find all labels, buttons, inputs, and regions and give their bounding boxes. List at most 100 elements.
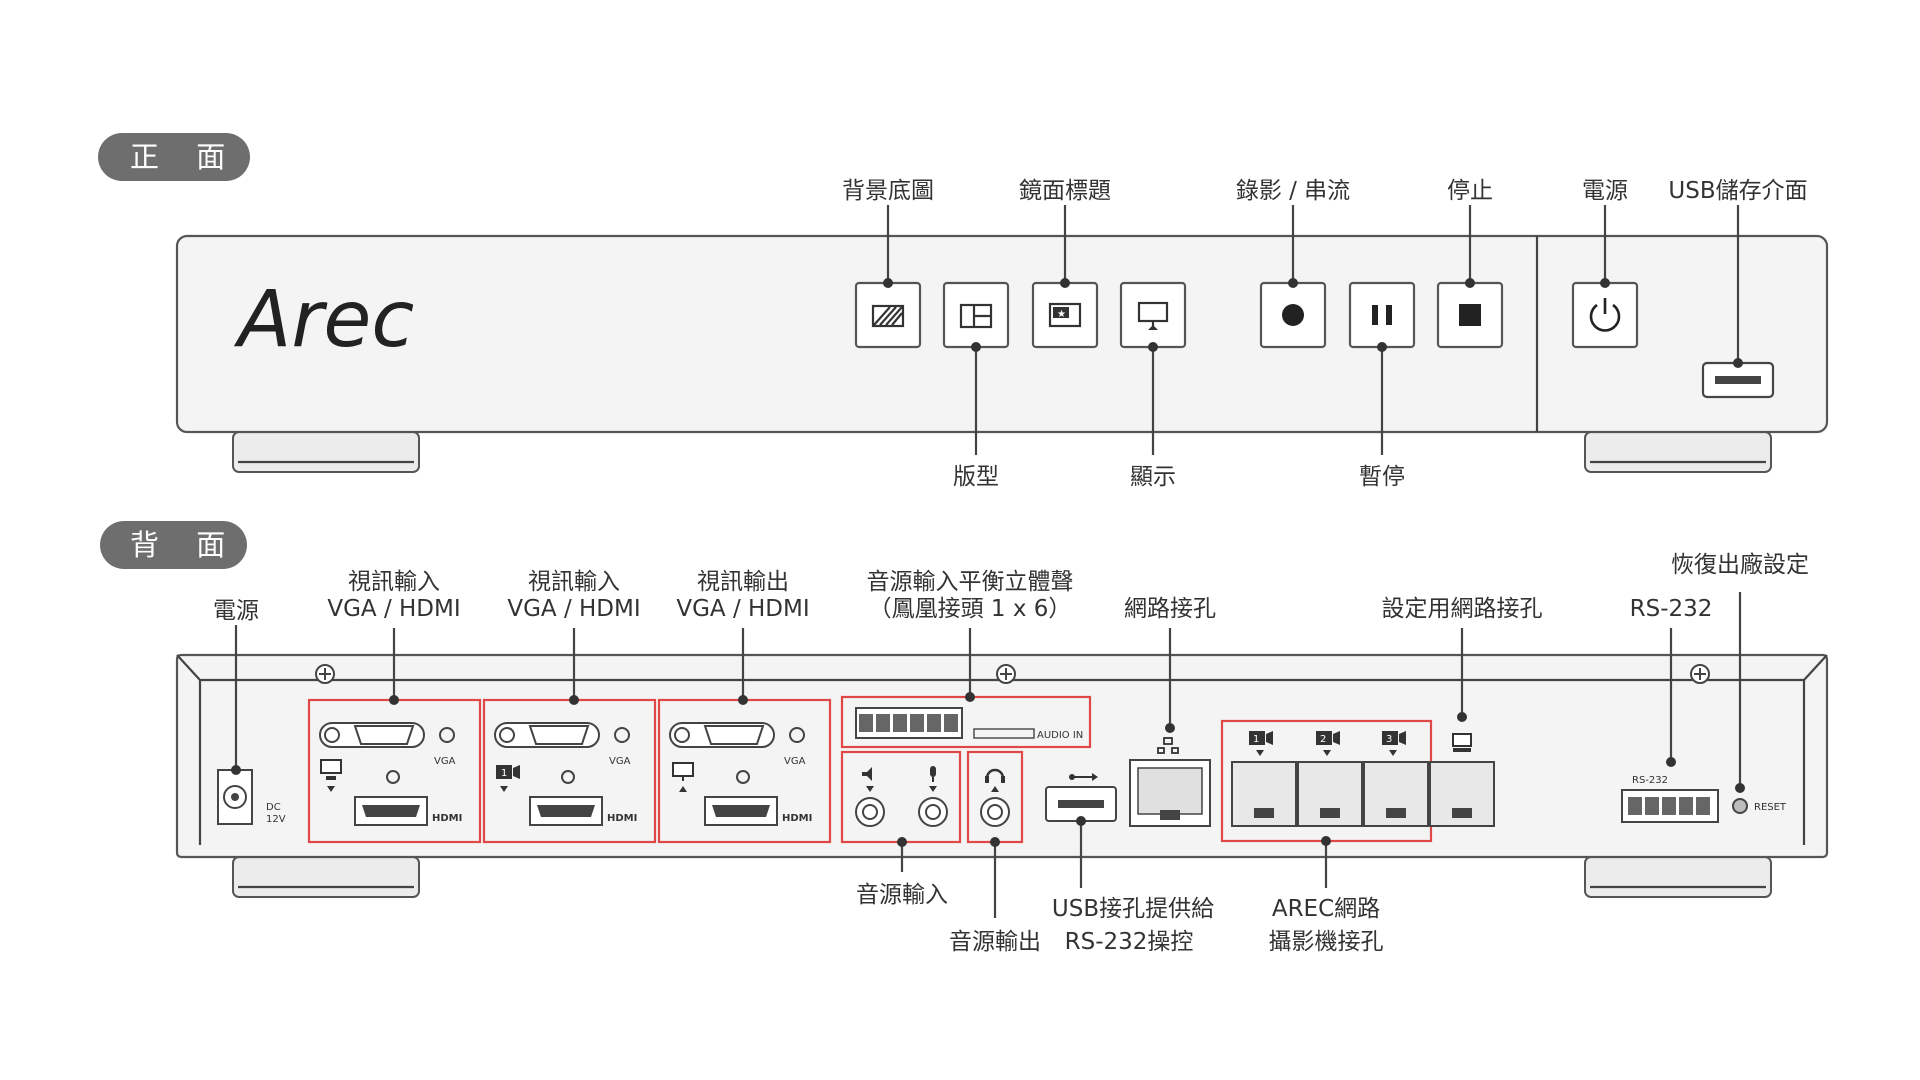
callout-audio-out: 音源輸出 — [949, 837, 1041, 955]
dc-text: DC — [266, 802, 281, 813]
front-panel-device: Arec ★ — [175, 178, 1829, 490]
line-in-jack[interactable] — [855, 797, 885, 827]
audio-balanced-group: AUDIO IN — [840, 695, 1092, 749]
screw-right — [1690, 664, 1710, 684]
layout-icon — [959, 303, 993, 329]
stop-button[interactable] — [1436, 281, 1504, 349]
headphone-icon — [985, 768, 1005, 792]
label-stop: 停止 — [1447, 178, 1493, 204]
camera-port-2[interactable] — [1297, 761, 1363, 827]
label-video-in-2-line1: 視訊輸入 — [528, 569, 620, 595]
dc-power-jack[interactable] — [217, 769, 253, 825]
video-output-group: VGA HDMI — [657, 698, 832, 844]
setup-network-port[interactable] — [1429, 761, 1495, 827]
background-icon — [871, 304, 905, 328]
callout-back-power: 電源 — [213, 598, 259, 775]
callout-rs232: RS-232 — [1630, 596, 1712, 767]
camera-icon-2: 1 — [496, 765, 520, 792]
power-icon — [1589, 298, 1621, 332]
callout-video-in-1: 視訊輸入 VGA / HDMI — [327, 569, 461, 705]
front-foot-right — [1584, 431, 1772, 473]
front-foot-left — [232, 431, 420, 473]
callout-setup-network: 設定用網路接孔 — [1382, 596, 1543, 722]
label-video-in-1-line1: 視訊輸入 — [348, 569, 440, 595]
hdmi-in-2-port[interactable] — [529, 796, 603, 826]
title-icon: ★ — [1048, 302, 1082, 328]
callout-network: 網路接孔 — [1124, 596, 1216, 733]
pause-button[interactable] — [1348, 281, 1416, 349]
camera-1-icon: 1 — [1249, 731, 1273, 756]
callout-video-in-2: 視訊輸入 VGA / HDMI — [507, 569, 641, 705]
label-video-in-2-line2: VGA / HDMI — [507, 596, 640, 622]
audio-in-text: AUDIO IN — [1037, 730, 1083, 741]
label-audio-balanced-line2: （鳳凰接頭 1 x 6） — [869, 596, 1072, 622]
video-input-1-group: VGA HDMI — [307, 698, 482, 844]
hdmi-in-1-port[interactable] — [354, 796, 428, 826]
mic-in-jack[interactable] — [918, 797, 948, 827]
label-factory-reset: 恢復出廠設定 — [1671, 552, 1809, 578]
callout-power: 電源 — [1582, 178, 1628, 288]
callout-audio-balanced: 音源輸入平衡立體聲 （鳳凰接頭 1 x 6） — [867, 569, 1074, 702]
pause-icon — [1372, 305, 1392, 325]
label-audio-balanced-line1: 音源輸入平衡立體聲 — [867, 569, 1074, 595]
speaker-icon — [862, 767, 874, 792]
monitor-out-icon — [672, 762, 694, 792]
audio-out-jack[interactable] — [980, 797, 1010, 827]
layout-button[interactable] — [942, 281, 1010, 349]
reset-text: RESET — [1754, 802, 1787, 813]
callout-title: 鏡面標題 — [1019, 178, 1111, 288]
label-title: 鏡面標題 — [1019, 178, 1111, 204]
label-usb-rs232-line2: RS-232操控 — [1065, 929, 1194, 955]
phoenix-connector[interactable] — [855, 707, 963, 739]
display-button[interactable] — [1119, 281, 1187, 349]
back-section-badge: 背 面 — [100, 521, 247, 569]
rs232-terminal[interactable] — [1621, 789, 1719, 823]
vga-in-1-port[interactable] — [318, 722, 455, 748]
label-video-out-line1: 視訊輸出 — [697, 569, 789, 595]
hdmi-text-3: HDMI — [782, 813, 812, 824]
arec-logo: Arec — [233, 275, 414, 365]
hdmi-out-port[interactable] — [704, 796, 778, 826]
audio-out-group — [966, 750, 1024, 844]
callout-display: 顯示 — [1130, 342, 1176, 490]
background-button[interactable] — [854, 281, 922, 349]
callout-factory-reset: 恢復出廠設定 — [1671, 552, 1809, 793]
vga-out-port[interactable] — [668, 722, 805, 748]
label-video-out-line2: VGA / HDMI — [676, 596, 809, 622]
power-button[interactable] — [1571, 281, 1639, 349]
usb-control-port[interactable] — [1045, 786, 1117, 822]
record-icon — [1282, 304, 1304, 326]
setup-monitor-icon — [1452, 733, 1472, 752]
label-display: 顯示 — [1130, 464, 1176, 490]
indicator-1 — [386, 770, 400, 784]
back-section-title: 背 面 — [130, 528, 239, 562]
camera-port-1[interactable] — [1231, 761, 1297, 827]
stop-icon — [1459, 304, 1481, 326]
hdmi-text-2: HDMI — [607, 813, 637, 824]
usb-storage-port[interactable] — [1701, 361, 1775, 399]
svg-text:Arec: Arec — [233, 275, 414, 365]
reset-button[interactable] — [1732, 798, 1748, 814]
display-icon — [1137, 301, 1169, 330]
svg-text:1: 1 — [501, 768, 507, 779]
label-arec-camera-line1: AREC網路 — [1272, 896, 1380, 922]
network-port[interactable] — [1129, 759, 1211, 827]
back-panel-device: DC 12V VGA HDMI — [175, 552, 1829, 955]
label-background: 背景底圖 — [842, 178, 934, 204]
camera-2-icon: 2 — [1316, 731, 1340, 756]
label-power: 電源 — [1582, 178, 1628, 204]
indicator-2 — [561, 770, 575, 784]
vga-in-2-port[interactable] — [493, 722, 630, 748]
record-stream-button[interactable] — [1259, 281, 1327, 349]
callout-stop: 停止 — [1447, 178, 1493, 288]
back-foot-right — [1584, 856, 1772, 898]
label-back-power: 電源 — [213, 598, 259, 624]
vga-text-2: VGA — [609, 756, 631, 767]
screw-left — [315, 664, 335, 684]
screw-center — [996, 664, 1016, 684]
camera-port-3[interactable] — [1363, 761, 1429, 827]
title-button[interactable]: ★ — [1031, 281, 1099, 349]
vga-text-3: VGA — [784, 756, 806, 767]
callout-record-stream: 錄影 / 串流 — [1236, 178, 1350, 288]
label-arec-camera-line2: 攝影機接孔 — [1269, 929, 1384, 955]
